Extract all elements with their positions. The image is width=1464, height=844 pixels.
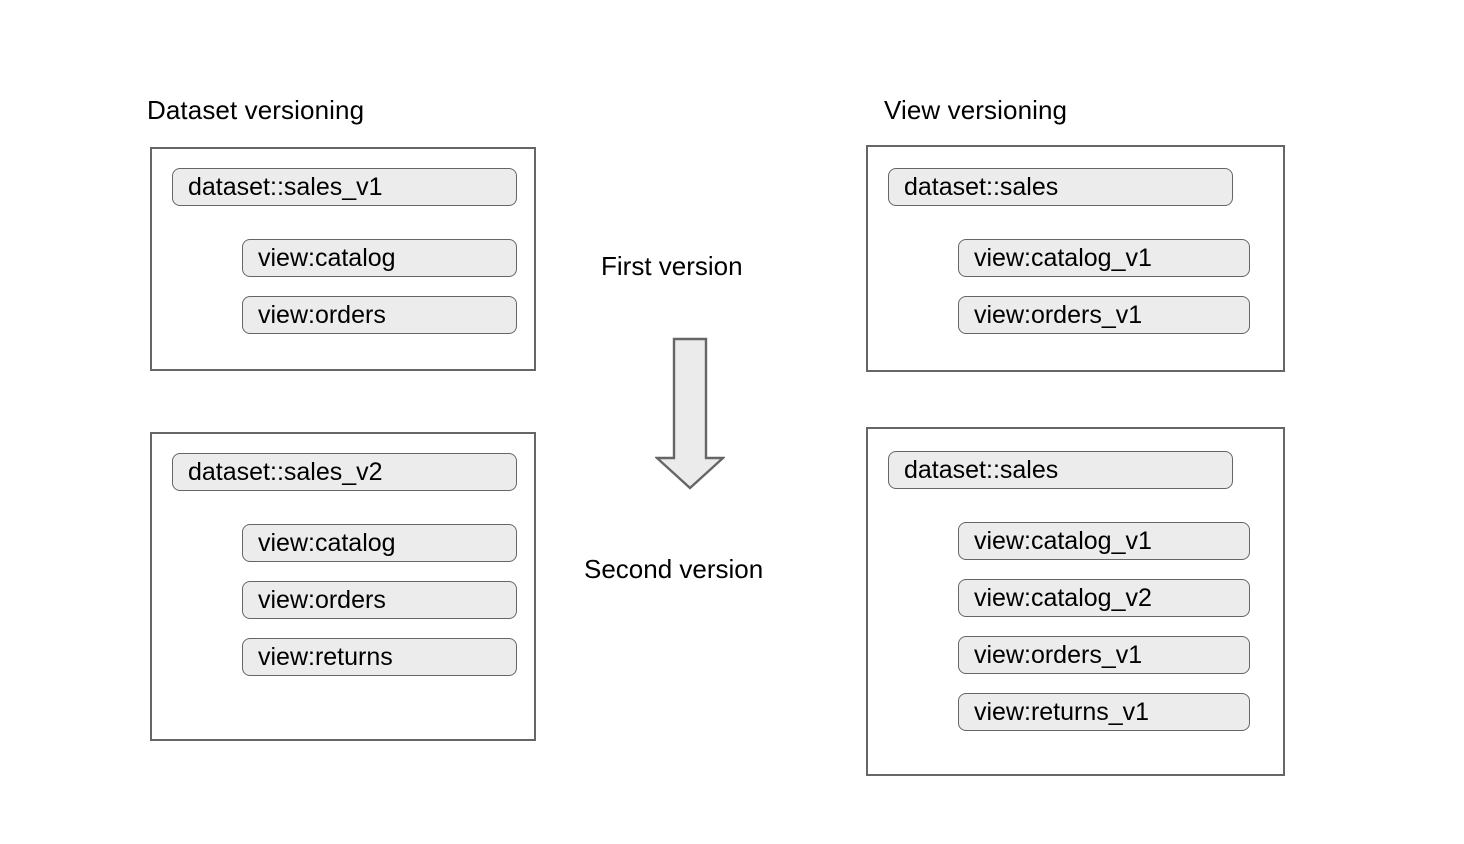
column-heading-dataset-versioning: Dataset versioning [147, 95, 365, 125]
view-pill[interactable]: view:orders [242, 296, 517, 334]
view-pill[interactable]: view:returns_v1 [958, 693, 1250, 731]
view-pill[interactable]: view:orders_v1 [958, 636, 1250, 674]
dataset-pill[interactable]: dataset::sales [888, 168, 1233, 206]
group-box-view-v1: dataset::sales view:catalog_v1 view:orde… [866, 145, 1285, 372]
dataset-pill[interactable]: dataset::sales_v1 [172, 168, 517, 206]
dataset-pill[interactable]: dataset::sales_v2 [172, 453, 517, 491]
view-pill[interactable]: view:catalog [242, 239, 517, 277]
down-arrow-icon [653, 337, 727, 490]
stage-label-second-version: Second version [584, 554, 764, 584]
view-pill[interactable]: view:catalog_v2 [958, 579, 1250, 617]
view-pill[interactable]: view:catalog_v1 [958, 239, 1250, 277]
group-box-dataset-v1: dataset::sales_v1 view:catalog view:orde… [150, 147, 536, 371]
group-box-view-v2: dataset::sales view:catalog_v1 view:cata… [866, 427, 1285, 776]
view-pill[interactable]: view:returns [242, 638, 517, 676]
column-heading-view-versioning: View versioning [884, 95, 1068, 125]
group-box-dataset-v2: dataset::sales_v2 view:catalog view:orde… [150, 432, 536, 741]
view-pill[interactable]: view:orders [242, 581, 517, 619]
view-pill[interactable]: view:catalog_v1 [958, 522, 1250, 560]
view-pill[interactable]: view:catalog [242, 524, 517, 562]
dataset-pill[interactable]: dataset::sales [888, 451, 1233, 489]
view-pill[interactable]: view:orders_v1 [958, 296, 1250, 334]
stage-label-first-version: First version [601, 251, 743, 281]
